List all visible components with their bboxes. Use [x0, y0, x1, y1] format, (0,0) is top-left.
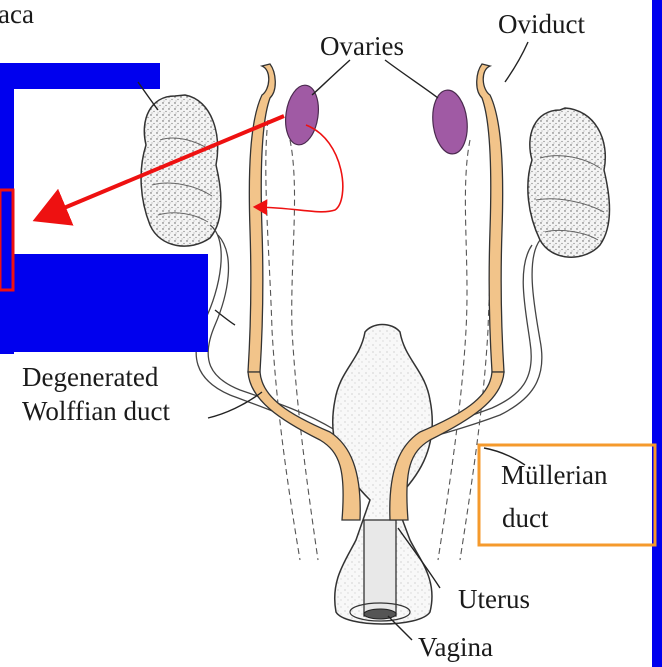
label-duct: duct — [502, 503, 549, 533]
label-ovaries: Ovaries — [320, 31, 404, 61]
right-mesonephros — [528, 108, 610, 257]
right-blue-border — [652, 0, 662, 667]
blue-box-middle — [0, 254, 208, 352]
label-mullerian: Müllerian — [501, 460, 608, 490]
label-wolffian-duct: Wolffian duct — [22, 396, 171, 426]
label-degenerated: Degenerated — [22, 362, 159, 392]
label-top-left-fragment: aca — [0, 0, 34, 29]
label-oviduct: Oviduct — [498, 9, 585, 39]
right-ovary — [430, 88, 471, 155]
ovaries — [282, 83, 470, 156]
blue-box-top — [0, 63, 160, 89]
label-vagina: Vagina — [418, 632, 493, 662]
left-ovary — [282, 83, 322, 147]
label-uterus: Uterus — [458, 584, 530, 614]
